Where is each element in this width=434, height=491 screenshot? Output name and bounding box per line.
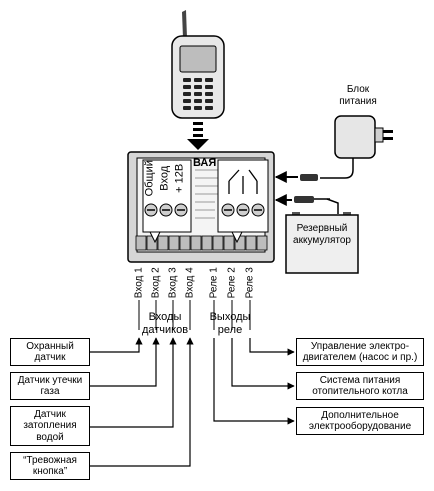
relay-contact-icon xyxy=(228,169,258,194)
outputs-group-label: Выходы реле xyxy=(209,311,251,336)
terminal-screws-relays xyxy=(221,203,265,217)
battery-icon xyxy=(285,212,359,274)
input-2-label: Вход 2 xyxy=(150,267,162,299)
relay-2-label: Реле 2 xyxy=(226,267,238,299)
terminal-label-input: Вход xyxy=(158,165,171,191)
terminal-labels: Общий Вход + 12В xyxy=(143,160,190,198)
terminal-label-12v: + 12В xyxy=(173,163,186,193)
terminal-label-common: Общий xyxy=(143,160,156,197)
sensor-box-panic-button: “Тревожная кнопка” xyxy=(10,452,90,480)
sensor-box-water-leak: Датчик затопления водой xyxy=(10,406,90,446)
load-box-boiler-power: Система питания отопительного котла xyxy=(296,372,424,400)
terminal-screws-inputs xyxy=(144,203,188,217)
relay-1-label: Реле 1 xyxy=(208,267,220,299)
power-adapter-icon xyxy=(320,115,393,179)
load-box-extra-equipment: Дополнительное электрооборудование xyxy=(296,407,424,435)
battery-label: Резервный аккумулятор xyxy=(293,223,351,246)
input-3-label: Вход 3 xyxy=(167,267,179,299)
terminal-strip xyxy=(135,235,268,251)
connector-plug-icon xyxy=(294,174,339,214)
inputs-group-label: Входы датчиков xyxy=(141,311,189,336)
controller-device xyxy=(127,151,275,263)
mobile-phone-icon xyxy=(171,10,225,119)
power-supply-label: Блок питания xyxy=(339,84,377,107)
sensor-box-security: Охранный датчик xyxy=(10,338,90,366)
input-1-label: Вход 1 xyxy=(133,267,145,299)
relay-3-label: Реле 3 xyxy=(244,267,256,299)
signal-arrow-icon xyxy=(187,122,209,150)
sensor-box-gas-leak: Датчик утечки газа xyxy=(10,372,90,400)
input-4-label: Вход 4 xyxy=(184,267,196,299)
load-box-motor-control: Управление электро-двигателем (насос и п… xyxy=(296,338,424,366)
device-header-fragment: ВАЯ xyxy=(193,157,217,169)
